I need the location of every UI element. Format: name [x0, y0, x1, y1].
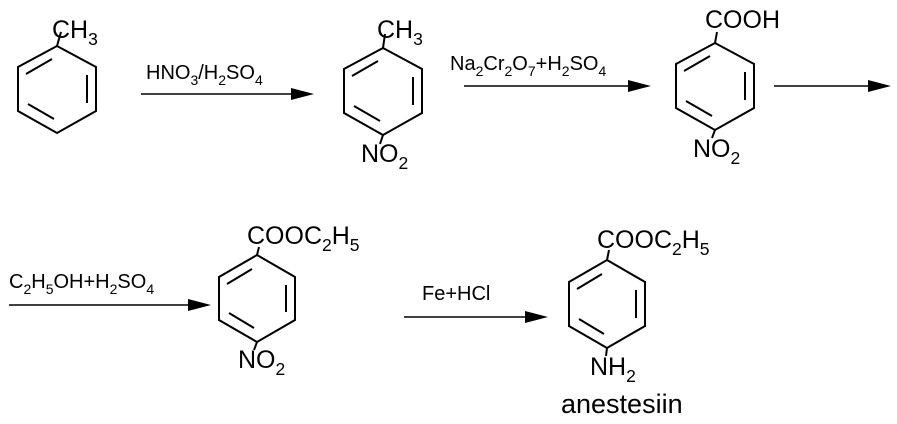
compound-anestesiin: COOC2H5 NH2 anestesiin: [561, 226, 710, 419]
ring-double-bond: [25, 58, 53, 75]
ring-double-bond: [228, 312, 255, 329]
compound-nitro-ester: COOC2H5 NO2: [218, 222, 360, 379]
anestesiin-ester-label: COOC2H5: [597, 226, 710, 259]
arrow-head: [868, 80, 891, 92]
ring-double-bond: [353, 105, 381, 122]
nitrotoluene-nitro-label: NO2: [361, 140, 408, 173]
benzene-ring: [17, 44, 97, 135]
nitro-ester-nitro-label: NO2: [238, 346, 285, 379]
substituent-bond: [379, 134, 384, 145]
reagent-label-nitration: HNO3/H2SO4: [146, 62, 263, 88]
ring-double-bond: [27, 103, 55, 120]
substituent-bond: [714, 31, 718, 44]
reagent-label-oxidation: Na2Cr2O7+H2SO4: [450, 53, 606, 79]
substituent-bond: [606, 249, 610, 261]
nitrobenzoic-acid-carboxyl-label: COOH: [705, 6, 780, 34]
substituent-bond: [382, 33, 386, 49]
reaction-arrow-oxidation: Na2Cr2O7+H2SO4: [450, 53, 651, 92]
anestesiin-caption: anestesiin: [561, 389, 683, 419]
ring-double-bond: [576, 273, 603, 290]
substituent-bond: [253, 341, 258, 351]
nitrotoluene-methyl-label: CH3: [377, 16, 423, 49]
benzene-ring: [343, 46, 423, 137]
reagent-label-esterification: C2H5OH+H2SO4: [9, 271, 154, 297]
reaction-arrow-esterification: C2H5OH+H2SO4: [9, 271, 211, 311]
reaction-arrow-continuation: [774, 80, 891, 92]
arrow-head: [291, 88, 314, 100]
compound-toluene: CH3: [17, 16, 98, 135]
compound-nitrotoluene: CH3 NO2: [343, 16, 423, 173]
nitrobenzoic-acid-nitro-label: NO2: [693, 135, 740, 168]
ring-double-bond: [685, 100, 713, 117]
arrow-head: [628, 80, 651, 92]
substituent-bond: [56, 31, 62, 47]
ring-double-bond: [683, 55, 711, 72]
reagent-label-reduction: Fe+HCl: [422, 283, 490, 305]
ring-double-bond: [578, 318, 605, 335]
benzene-ring: [675, 41, 755, 132]
substituent-bond: [711, 129, 716, 139]
ring-double-bond: [351, 60, 379, 77]
substituent-bond: [605, 347, 608, 357]
ring-double-bond: [226, 268, 253, 285]
compound-nitrobenzoic-acid: COOH NO2: [675, 6, 780, 168]
anestesiin-amino-label: NH2: [590, 353, 636, 386]
reaction-arrow-nitration: HNO3/H2SO4: [141, 62, 314, 100]
nitro-ester-ester-label: COOC2H5: [247, 222, 360, 255]
substituent-bond: [256, 246, 260, 256]
benzene-ring: [218, 253, 296, 344]
benzene-ring: [568, 258, 646, 350]
toluene-methyl-label: CH3: [52, 16, 98, 49]
reaction-arrow-reduction: Fe+HCl: [404, 283, 548, 323]
arrow-head: [525, 311, 548, 323]
arrow-head: [188, 299, 211, 311]
